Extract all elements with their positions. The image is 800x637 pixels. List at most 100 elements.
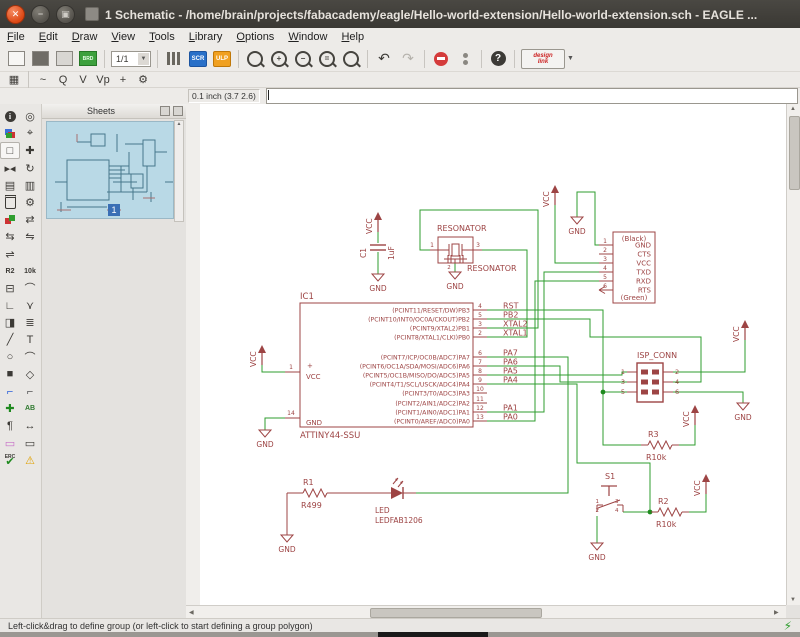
tool-rats-icon[interactable]: ≣ <box>25 317 35 330</box>
zoom-fit-icon[interactable] <box>244 48 266 70</box>
tool-bus-icon[interactable]: ⌐ <box>6 385 14 398</box>
panel-scrollbar[interactable]: ▲ <box>174 120 184 222</box>
simulate-icon[interactable]: ~ <box>39 73 47 86</box>
tool-miter-icon[interactable]: ⌒ <box>24 283 36 296</box>
tool-erc-icon[interactable]: ERC✔ <box>4 454 16 469</box>
tool-rotate-icon[interactable]: ↻ <box>25 162 35 175</box>
tool-smash-icon[interactable]: ⊟ <box>5 282 15 295</box>
menu-window[interactable]: Window <box>288 31 328 43</box>
scroll-right-icon[interactable]: ▶ <box>774 610 779 616</box>
menu-view[interactable]: View <box>111 31 136 43</box>
menu-edit[interactable]: Edit <box>38 31 58 43</box>
vertical-scrollbar[interactable]: ▲ ▼ <box>786 104 800 605</box>
menu-draw[interactable]: Draw <box>71 31 98 43</box>
tool-dimension-icon[interactable]: ↔ <box>24 419 36 432</box>
tool-attribute-icon[interactable]: ¶ <box>7 419 13 432</box>
menu-help[interactable]: Help <box>341 31 365 43</box>
zoom-redraw-icon[interactable] <box>340 48 362 70</box>
help-icon[interactable]: ? <box>487 48 509 70</box>
tool-arc-icon[interactable]: ⌒ <box>24 352 36 365</box>
tool-circle-icon[interactable]: ○ <box>6 351 14 364</box>
tool-paste-icon[interactable]: ▥ <box>24 179 36 192</box>
redo-icon[interactable]: ↷ <box>402 50 414 66</box>
scroll-up-icon[interactable]: ▲ <box>790 106 796 112</box>
menu-library[interactable]: Library <box>188 31 223 43</box>
undo-icon[interactable]: ↶ <box>378 50 390 66</box>
menu-options[interactable]: Options <box>236 31 275 43</box>
horizontal-scroll-thumb[interactable] <box>370 608 542 618</box>
zoom-in-icon[interactable]: + <box>268 48 290 70</box>
maximize-button[interactable]: ▣ <box>56 4 75 24</box>
probe-zoom-icon[interactable]: Q <box>58 73 68 86</box>
tool-mirror-icon[interactable]: ▸◂ <box>4 162 16 175</box>
tool-rect-icon[interactable]: ■ <box>6 368 14 381</box>
sheet-thumbnail-image[interactable] <box>46 121 174 219</box>
tool-delete-icon[interactable] <box>0 194 20 211</box>
scroll-left-icon[interactable]: ◀ <box>189 610 194 616</box>
minimize-button[interactable]: − <box>31 4 50 24</box>
tool-info-icon[interactable]: i <box>0 108 20 125</box>
tool-mark-icon[interactable]: ⌖ <box>26 127 34 140</box>
tool-polygon-icon[interactable]: ◇ <box>25 368 35 381</box>
tool-add-part-icon[interactable] <box>0 211 20 228</box>
sim-settings-icon[interactable]: ⚙ <box>138 74 148 86</box>
tool-frame-part-icon[interactable]: ▭ <box>4 437 16 450</box>
stop-icon[interactable] <box>430 48 452 70</box>
open-icon[interactable] <box>5 48 27 70</box>
traffic-light-icon[interactable] <box>454 48 476 70</box>
menu-file[interactable]: File <box>7 31 25 43</box>
tool-replace-icon[interactable]: ⇄ <box>25 214 35 227</box>
vertical-scroll-thumb[interactable] <box>789 116 800 190</box>
run-script-icon[interactable]: SCR <box>187 48 209 70</box>
horizontal-scrollbar[interactable]: ◀ ▶ <box>186 605 786 619</box>
probe-v-icon[interactable]: V <box>79 73 87 86</box>
grid-settings-icon[interactable]: ▦ <box>8 74 20 86</box>
tool-display-layers-icon[interactable] <box>0 125 20 142</box>
tool-change-icon[interactable]: ⚙ <box>25 196 35 209</box>
switch-to-board-icon[interactable]: BRD <box>77 48 99 70</box>
scroll-down-icon[interactable]: ▼ <box>790 597 796 603</box>
probe-vp-icon[interactable]: Vp <box>96 73 110 86</box>
panel-close-icon[interactable] <box>173 106 183 116</box>
tool-gateswap-icon[interactable]: ⇋ <box>25 231 35 244</box>
tool-split-icon[interactable]: ⋎ <box>25 300 35 313</box>
tool-show-icon[interactable]: ◎ <box>25 111 35 123</box>
tool-text-icon[interactable]: T <box>26 333 34 346</box>
zoom-select-icon[interactable]: = <box>316 48 338 70</box>
save-icon[interactable] <box>29 48 51 70</box>
run-ulp-icon[interactable]: ULP <box>211 48 233 70</box>
component-ftdi-header[interactable] <box>612 231 656 304</box>
tool-miter-2-icon[interactable]: ∟ <box>4 299 16 312</box>
sheet-select-icon[interactable]: 1/1▼ <box>110 48 152 70</box>
print-icon[interactable] <box>53 48 75 70</box>
tool-net-icon[interactable]: ⌐ <box>26 385 34 398</box>
use-library-icon[interactable] <box>163 48 185 70</box>
close-button[interactable]: ✕ <box>6 4 25 24</box>
tool-value-icon[interactable]: 10k <box>24 267 36 275</box>
zoom-out-icon[interactable]: − <box>292 48 314 70</box>
command-input[interactable] <box>266 88 798 104</box>
menu-tools[interactable]: Tools <box>149 31 175 43</box>
rts-arrow <box>598 286 606 291</box>
tool-group-icon[interactable]: □ <box>0 142 20 160</box>
tool-name-icon[interactable]: R2 <box>5 267 15 275</box>
tool-invoke-icon[interactable]: ◨ <box>4 317 16 330</box>
sheet-thumbnail[interactable] <box>46 121 176 219</box>
tool-junction-icon[interactable]: ✚ <box>5 403 15 416</box>
tool-move-icon[interactable]: ✚ <box>25 145 35 158</box>
tool-errors-icon[interactable]: ⚠ <box>25 454 35 467</box>
component-ic1[interactable] <box>299 302 474 428</box>
tool-wire-icon[interactable]: ╱ <box>6 334 14 347</box>
tool-frame-icon[interactable]: ▭ <box>24 437 36 450</box>
component-isp-conn[interactable] <box>636 362 664 403</box>
tool-gateswap-2-icon[interactable]: ⇌ <box>5 248 15 261</box>
tool-label-icon[interactable]: AB <box>24 405 36 413</box>
probe-add-icon[interactable]: + <box>119 73 127 86</box>
sheet-number-badge[interactable]: 1 <box>108 204 120 216</box>
panel-float-icon[interactable] <box>160 106 170 116</box>
tool-copy-icon[interactable]: ▤ <box>4 179 16 192</box>
tool-pinswap-icon[interactable]: ⇆ <box>5 231 15 244</box>
